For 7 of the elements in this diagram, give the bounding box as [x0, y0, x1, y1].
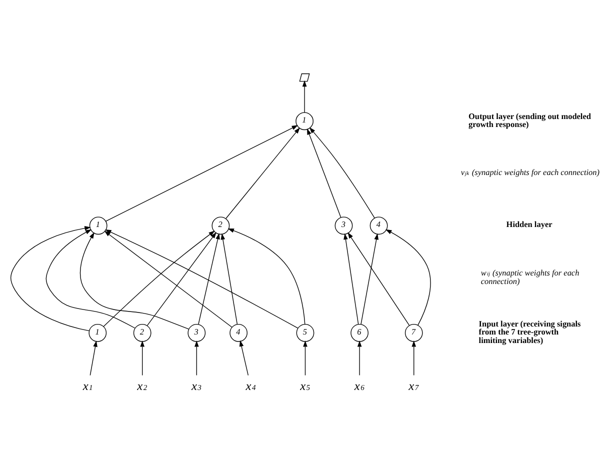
node-text: x6	[354, 379, 364, 394]
node-text: x3	[191, 379, 202, 394]
node-text: x4	[246, 379, 256, 394]
node-text: x7	[408, 379, 419, 394]
node-text: x2	[137, 379, 148, 394]
node-text: x5	[300, 379, 310, 394]
node-text: x1	[82, 379, 93, 394]
